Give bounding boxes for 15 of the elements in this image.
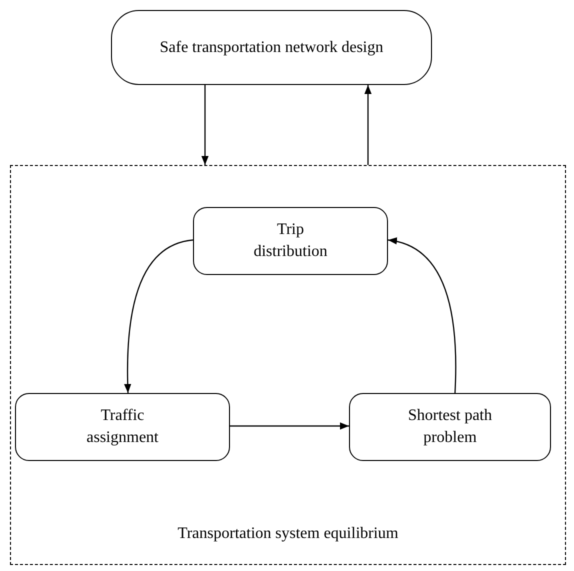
arrow [201,85,209,165]
process-box [193,207,388,275]
node-label: Trip distribution [252,220,328,262]
dashed-group-box [10,165,566,565]
process-box [15,393,230,461]
process-pill [111,10,432,85]
arrow [230,422,349,430]
node-label: Safe transportation network design [160,38,384,58]
arrow [124,239,194,394]
process-box [349,393,551,461]
group-label: Transportation system equilibrium [176,524,400,544]
node-label: Shortest path problem [407,406,493,448]
arrow [388,238,456,394]
node-label: Traffic assignment [86,406,160,448]
arrow [364,85,372,165]
